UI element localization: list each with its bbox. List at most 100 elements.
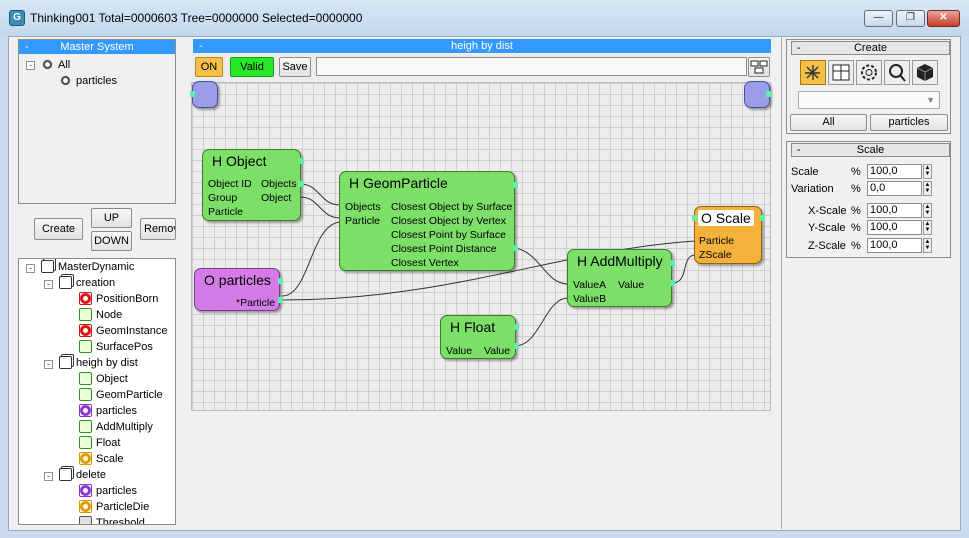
dynamic-icon[interactable] [828,60,854,85]
port[interactable] [670,260,675,266]
dynamic-tree: - MasterDynamic - creation PositionBorn … [18,258,176,525]
node-o-scale[interactable]: O Scale Particle ZScale [694,206,762,264]
all-button[interactable]: All [790,114,867,131]
tree-item-delete[interactable]: delete [59,467,106,483]
tree-item[interactable]: Threshold [79,515,145,524]
x-scale-input[interactable]: 100,0 [867,203,922,218]
input-socket-node[interactable] [192,81,218,108]
variation-input[interactable]: 0,0 [867,181,922,196]
maximize-button[interactable]: ❐ [896,10,925,27]
z-scale-input[interactable]: 100,0 [867,238,922,253]
tree-item-label: SurfacePos [96,341,153,353]
expand-toggle[interactable]: - [26,61,35,70]
close-button[interactable]: ✕ [927,10,960,27]
create-button[interactable]: Create [34,218,83,240]
master-system-title[interactable]: - Master System [19,40,175,54]
node-output-label: Closest Object by Vertex [391,215,506,227]
spinner-arrows[interactable]: ▲▼ [923,238,932,253]
tree-item[interactable]: AddMultiply [79,419,153,435]
node-h-object[interactable]: H Object Object ID Group Particle Object… [202,149,301,221]
create-panel-title[interactable]: - Create [791,41,950,55]
tree-item-selected[interactable]: Scale [79,451,124,467]
node-h-geomparticle[interactable]: H GeomParticle Objects Particle Closest … [339,171,515,271]
z-scale-label: Z-Scale [808,240,846,252]
on-toggle[interactable]: ON [195,57,223,77]
node-title: O Scale [698,210,754,226]
tree-item[interactable]: Float [79,435,120,451]
app-icon[interactable]: G [9,10,25,26]
port[interactable] [190,91,195,97]
scale-panel-title[interactable]: - Scale [791,143,950,157]
graph-title-bar[interactable]: - heigh by dist [193,39,771,53]
tree-item-particles[interactable]: particles [59,73,117,89]
expand-toggle[interactable]: - [26,264,35,273]
spinner-arrows[interactable]: ▲▼ [923,164,932,179]
port[interactable] [670,280,675,286]
tree-item-masterdynamic[interactable]: MasterDynamic [41,259,134,275]
spinner-arrows[interactable]: ▲▼ [923,220,932,235]
collapse-toggle[interactable]: - [25,41,29,53]
cube-icon[interactable] [912,60,938,85]
port[interactable] [278,297,283,303]
port[interactable] [299,158,304,164]
collapse-toggle[interactable]: - [797,42,801,54]
x-scale-label: X-Scale [808,205,847,217]
up-button[interactable]: UP [91,208,132,228]
port[interactable] [513,182,518,188]
node-h-addmultiply[interactable]: H AddMultiply ValueA ValueB Value [567,249,672,307]
expand-toggle[interactable]: - [44,472,53,481]
port[interactable] [278,278,283,284]
particles-button[interactable]: particles [870,114,948,131]
port[interactable] [692,215,697,221]
tree-item-all[interactable]: All [41,57,70,73]
tree-item[interactable]: particles [79,483,137,499]
tree-item[interactable]: ParticleDie [79,499,149,515]
layout-icon[interactable] [748,57,770,77]
port[interactable] [299,181,304,187]
port[interactable] [513,245,518,251]
port[interactable] [514,324,519,330]
node-o-particles[interactable]: O particles *Particle [194,268,280,311]
node-input-label: Object ID [208,178,252,190]
minimize-button[interactable]: — [864,10,893,27]
tree-item[interactable]: particles [79,403,137,419]
scale-input[interactable]: 100,0 [867,164,922,179]
port[interactable] [760,215,765,221]
tree-item[interactable]: SurfacePos [79,339,153,355]
wire-value-zscale [671,254,696,284]
orange-gear-icon [79,500,92,513]
unit-label: % [851,183,861,195]
expand-toggle[interactable]: - [44,280,53,289]
save-button[interactable]: Save [279,57,311,77]
tree-item-label: GeomInstance [96,325,168,337]
helper-icon[interactable] [884,60,910,85]
graph-name-input[interactable] [316,57,747,76]
valid-status[interactable]: Valid [230,57,274,77]
orange-gear-icon [79,452,92,465]
y-scale-input[interactable]: 100,0 [867,220,922,235]
port[interactable] [766,91,771,97]
tree-item[interactable]: PositionBorn [79,291,158,307]
collapse-toggle[interactable]: - [797,144,801,156]
node-input-label: Group [208,192,238,204]
master-system-icon[interactable] [800,60,826,85]
collapse-toggle[interactable]: - [199,40,203,52]
divider [781,37,782,529]
spinner-arrows[interactable]: ▲▼ [923,181,932,196]
node-h-float[interactable]: H Float Value Value [440,315,516,359]
tree-item[interactable]: GeomInstance [79,323,168,339]
expand-toggle[interactable]: - [44,360,53,369]
node-output-label: Value [484,345,511,357]
tree-item-creation[interactable]: creation [59,275,115,291]
gear-icon[interactable] [856,60,882,85]
port[interactable] [514,343,519,349]
down-button[interactable]: DOWN [91,231,132,251]
spinner-arrows[interactable]: ▲▼ [923,203,932,218]
create-type-dropdown[interactable]: ▼ [798,91,940,109]
tree-item-heigh-by-dist[interactable]: heigh by dist [59,355,138,371]
tree-item[interactable]: Node [79,307,122,323]
remove-button[interactable]: Remov [140,218,176,240]
red-gear-icon [79,292,92,305]
tree-item[interactable]: Object [79,371,128,387]
tree-item[interactable]: GeomParticle [79,387,163,403]
